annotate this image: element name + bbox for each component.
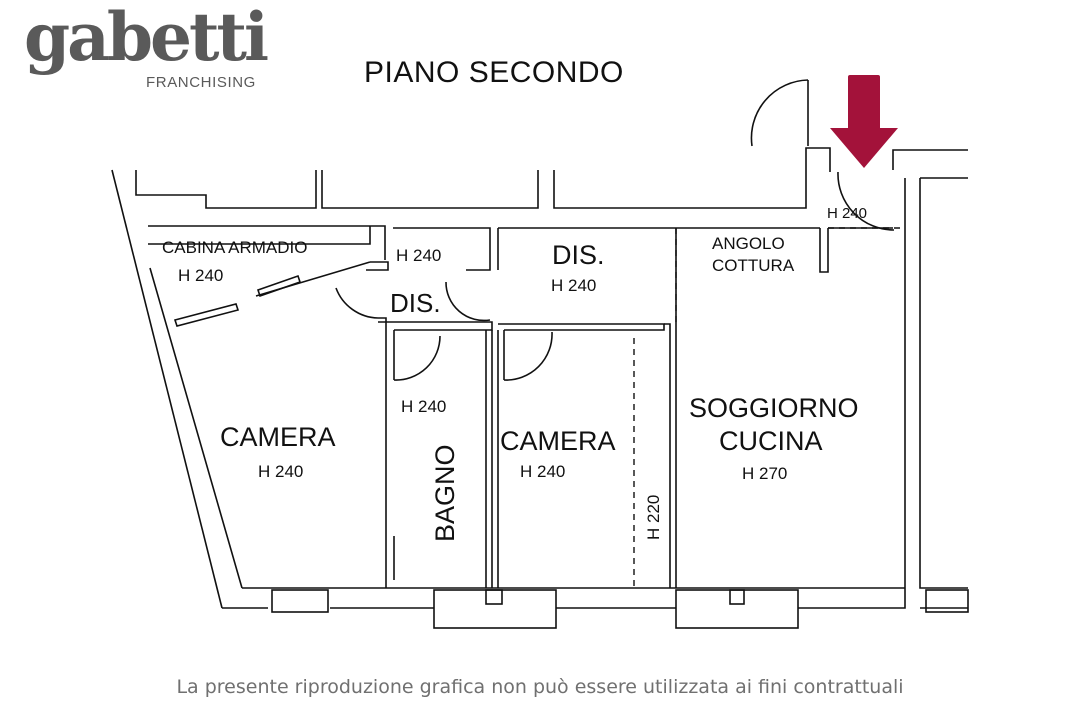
door-swing (335, 287, 379, 319)
wall (664, 323, 671, 588)
room-label-cucina: CUCINA (719, 426, 823, 456)
door-swing (750, 79, 809, 147)
door-swing (837, 171, 895, 231)
door-swing (503, 331, 553, 381)
wall (378, 321, 493, 331)
door-swing (393, 335, 441, 381)
room-height-camera-left: H 240 (258, 462, 303, 481)
door-swing (256, 274, 302, 298)
window (433, 589, 557, 629)
window (485, 589, 503, 605)
entrance-arrow-icon (830, 75, 898, 168)
wall (798, 588, 906, 609)
room-label-angolo-2: COTTURA (712, 256, 795, 275)
wall (378, 317, 387, 588)
room-height-bagno: H 240 (401, 397, 446, 416)
room-label-dis-small: DIS. (390, 288, 441, 318)
plan-title: PIANO SECONDO (364, 56, 624, 89)
room-subheight-camera-mid: H 220 (644, 495, 663, 540)
room-label-angolo-1: ANGOLO (712, 234, 785, 253)
logo-subtitle: FRANCHISING (146, 74, 256, 91)
room-height-dis-small-top: H 240 (396, 246, 441, 265)
door-swing (445, 281, 491, 322)
wall (173, 303, 240, 327)
wall (892, 149, 968, 170)
room-height-cabina: H 240 (178, 266, 223, 285)
room-label-camera-mid: CAMERA (500, 426, 616, 456)
room-label-soggiorno: SOGGIORNO (689, 393, 859, 423)
wall (111, 169, 223, 609)
room-label-cabina: CABINA ARMADIO (162, 238, 307, 257)
wall (149, 267, 243, 589)
window (729, 589, 745, 605)
room-height-soggiorno: H 270 (742, 464, 787, 483)
room-label-bagno: BAGNO (430, 444, 460, 542)
logo-wordmark: gabetti (24, 0, 269, 76)
window (675, 589, 799, 629)
wall (366, 261, 389, 271)
room-label-camera-left: CAMERA (220, 422, 336, 452)
wall (919, 178, 968, 589)
wall (393, 227, 491, 271)
room-height-dis-large: H 240 (551, 276, 596, 295)
wall (148, 225, 386, 260)
wall (148, 226, 371, 245)
gabetti-logo: gabetti FRANCHISING (24, 4, 269, 110)
room-height-camera-mid: H 240 (520, 462, 565, 481)
wall (553, 147, 831, 209)
wall (321, 170, 539, 209)
disclaimer: La presente riproduzione grafica non può… (176, 676, 904, 698)
window (271, 589, 329, 613)
wall (819, 228, 829, 273)
wall (498, 323, 665, 331)
room-height-entry: H 240 (827, 205, 867, 222)
wall (135, 170, 317, 209)
room-label-dis-large: DIS. (552, 240, 605, 270)
window (925, 589, 969, 613)
